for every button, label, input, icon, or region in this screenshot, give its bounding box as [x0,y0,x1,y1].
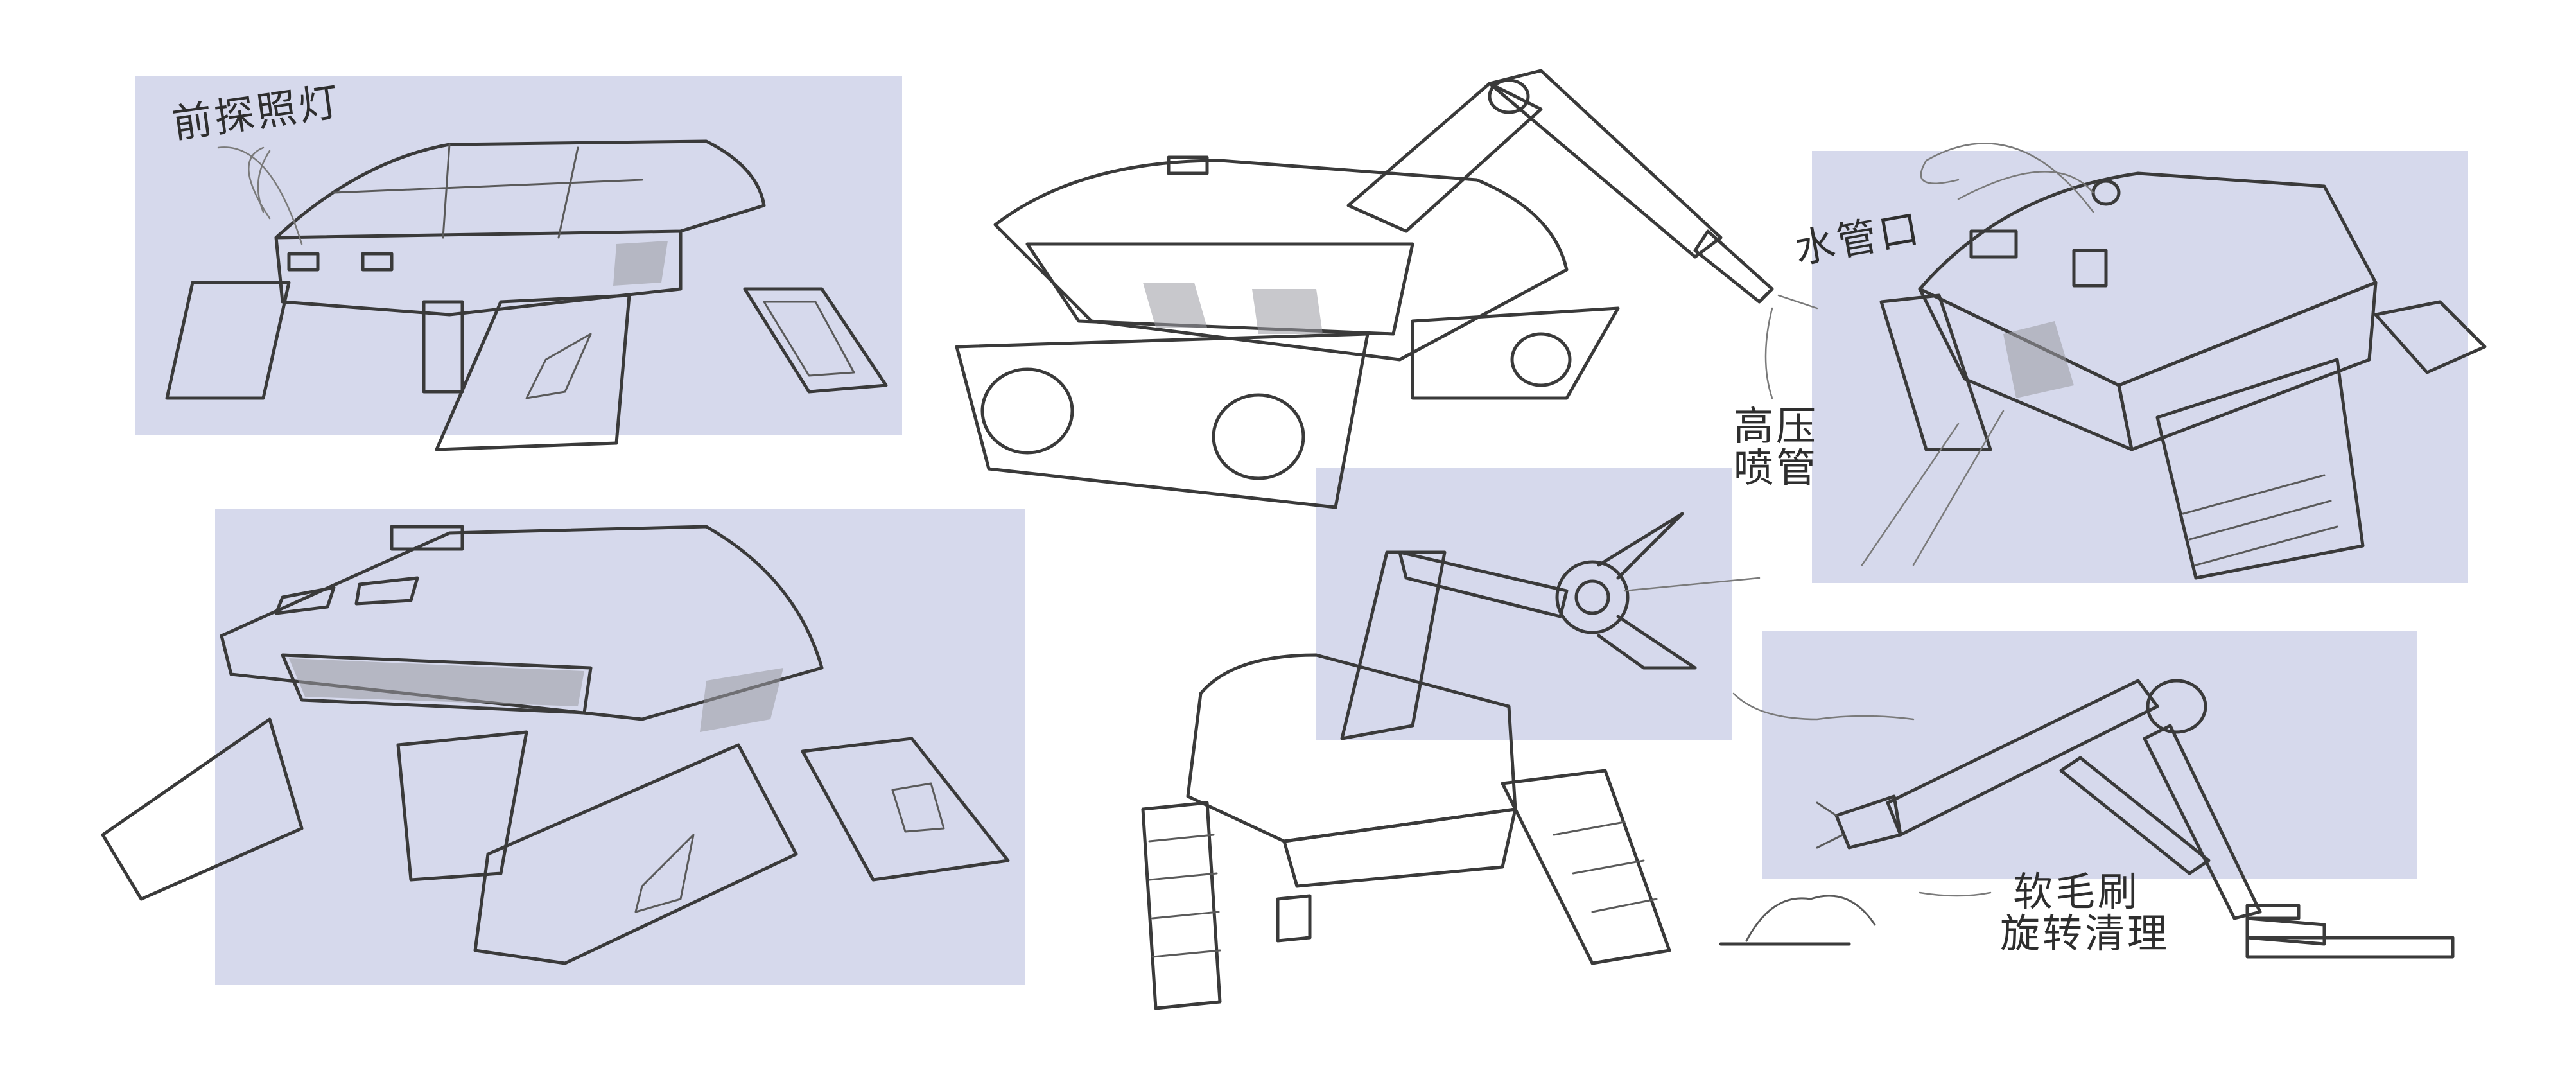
annotation-high-pressure-line2: 喷管 [1734,444,1818,491]
leader-line-brush [1919,891,1992,897]
leader-line-water-outlet [1957,171,2094,200]
annotation-soft-brush-line1: 软毛刷 [2013,868,2140,915]
annotation-soft-brush-line2: 旋转清理 [2000,910,2170,957]
annotation-high-pressure-line1: 高压 [1734,403,1818,450]
panel-top-left [135,76,902,435]
leader-line-front-light [257,150,271,213]
sketch-walker-robot-bottom [101,525,1010,965]
panel-bottom-left [215,509,1025,985]
panel-center [1316,468,1732,740]
sketch-brush-arm [1719,679,2455,959]
sketch-claw-robot [1141,512,1761,1010]
sketch-tracked-arm-vehicle [955,69,1818,509]
panel-bottom-right [1762,631,2417,879]
sketch-walker-robot-top [165,139,888,451]
sketch-tracked-robot-right [1861,143,2487,580]
